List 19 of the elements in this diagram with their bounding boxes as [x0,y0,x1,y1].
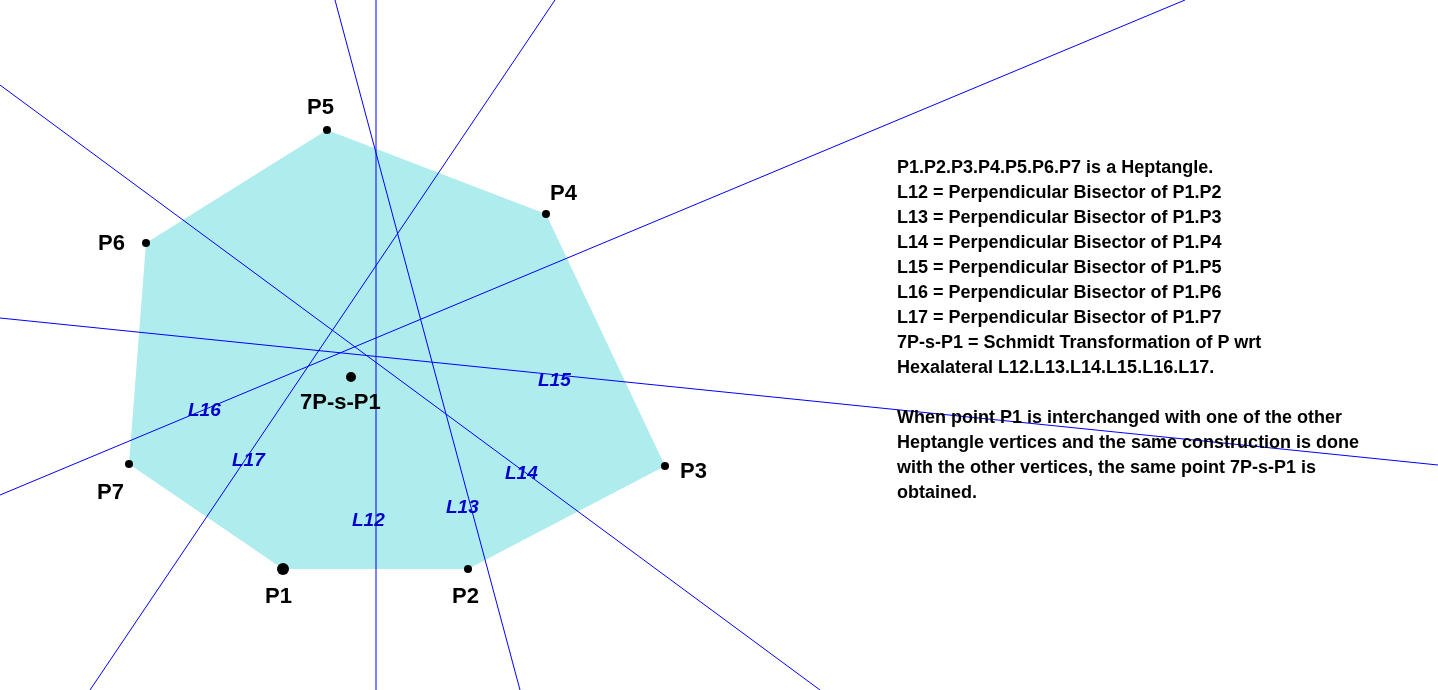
point-label: 7P-s-P1 [300,389,381,415]
description-text: L13 = Perpendicular Bisector of P1.P3 [897,206,1222,229]
line-label: L15 [538,369,571,391]
description-text: L15 = Perpendicular Bisector of P1.P5 [897,256,1222,279]
description-text: 7P-s-P1 = Schmidt Transformation of P wrt Hexalateral L12.L13.L14.L15.L16.L17. [897,331,1263,379]
description-text: L16 = Perpendicular Bisector of P1.P6 [897,281,1222,304]
description-text: L17 = Perpendicular Bisector of P1.P7 [897,306,1222,329]
point-label: P5 [307,94,334,120]
point-label: P6 [98,230,125,256]
description-text: L12 = Perpendicular Bisector of P1.P2 [897,181,1222,204]
point-label: P7 [97,479,124,505]
description-text: L14 = Perpendicular Bisector of P1.P4 [897,231,1222,254]
point-label: P3 [680,458,707,484]
line-label: L12 [352,509,385,531]
point-label: P4 [550,180,577,206]
line-label: L17 [232,449,265,471]
description-text: P1.P2.P3.P4.P5.P6.P7 is a Heptangle. [897,156,1214,179]
point-label: P1 [265,583,292,609]
point-label: P2 [452,583,479,609]
